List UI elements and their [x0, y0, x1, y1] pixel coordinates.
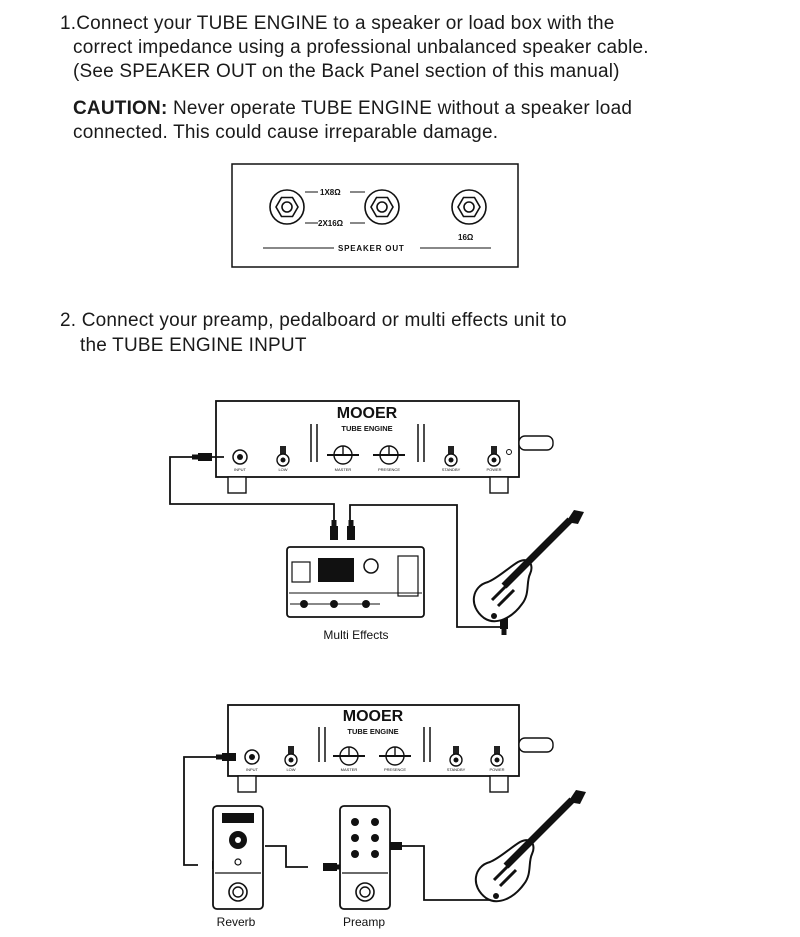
amp2-knob-label: INPUT [246, 767, 259, 772]
amp2-knob-label: LOW [286, 767, 295, 772]
step2-line2: the TUBE ENGINE INPUT [80, 335, 307, 356]
amp-head-2: MOOER TUBE ENGINE INPUT LOW MASTER PRESE… [227, 704, 554, 793]
plug-icon [216, 753, 236, 761]
input-jack-icon [232, 449, 248, 465]
multi-effects-caption: Multi Effects [323, 628, 388, 642]
reverb-pedal [212, 805, 264, 910]
amp1-knob-label: LOW [278, 467, 287, 472]
step1-line1: 1.Connect your TUBE ENGINE to a speaker … [60, 13, 615, 34]
amp1-knob-label: PRESENCE [378, 467, 400, 472]
amp2-model: TUBE ENGINE [347, 727, 398, 736]
plug-icon [347, 520, 355, 540]
step2-line1: 2. Connect your preamp, pedalboard or mu… [60, 310, 567, 331]
plug-icon [192, 453, 212, 461]
step1-line3: (See SPEAKER OUT on the Back Panel secti… [73, 61, 620, 82]
caution-text: Never operate TUBE ENGINE without a spea… [167, 98, 633, 119]
caution-line2: connected. This could cause irreparable … [73, 122, 499, 143]
amp1-model: TUBE ENGINE [341, 424, 392, 433]
amp2-knob-label: PRESENCE [384, 767, 406, 772]
amp1-knob-label: STANDBY [442, 467, 461, 472]
guitar-icon [476, 790, 586, 901]
input-jack-icon [244, 749, 260, 765]
amp1-knob-label: INPUT [234, 467, 247, 472]
step1-line2: correct impedance using a professional u… [73, 37, 649, 58]
plug-icon [330, 520, 338, 540]
amp1-brand: MOOER [337, 405, 398, 422]
preamp-caption: Preamp [343, 915, 385, 929]
caution-line1: CAUTION: Never operate TUBE ENGINE witho… [73, 97, 632, 121]
reverb-caption: Reverb [217, 915, 256, 929]
caution-label: CAUTION: [73, 98, 168, 119]
amp2-knob-label: MASTER [341, 767, 358, 772]
speaker-1x8-label: 1X8Ω [320, 188, 341, 197]
guitar-icon [474, 510, 584, 621]
multi-effects-unit [286, 546, 425, 618]
amp-head-1: MOOER TUBE ENGINE INPUT LOW MASTER PRESE… [215, 400, 554, 494]
amp2-knob-label: STANDBY [447, 767, 466, 772]
speaker-16-label: 16Ω [458, 233, 474, 242]
speaker-out-panel: 1X8Ω 2X16Ω 16Ω SPEAKER OUT [231, 163, 519, 268]
preamp-pedal [339, 805, 391, 910]
speaker-out-label: SPEAKER OUT [338, 244, 405, 253]
speaker-2x16-label: 2X16Ω [318, 219, 344, 228]
amp2-knob-label: POWER [489, 767, 504, 772]
amp1-knob-label: MASTER [335, 467, 352, 472]
amp1-knob-label: POWER [486, 467, 501, 472]
amp2-brand: MOOER [343, 708, 404, 725]
